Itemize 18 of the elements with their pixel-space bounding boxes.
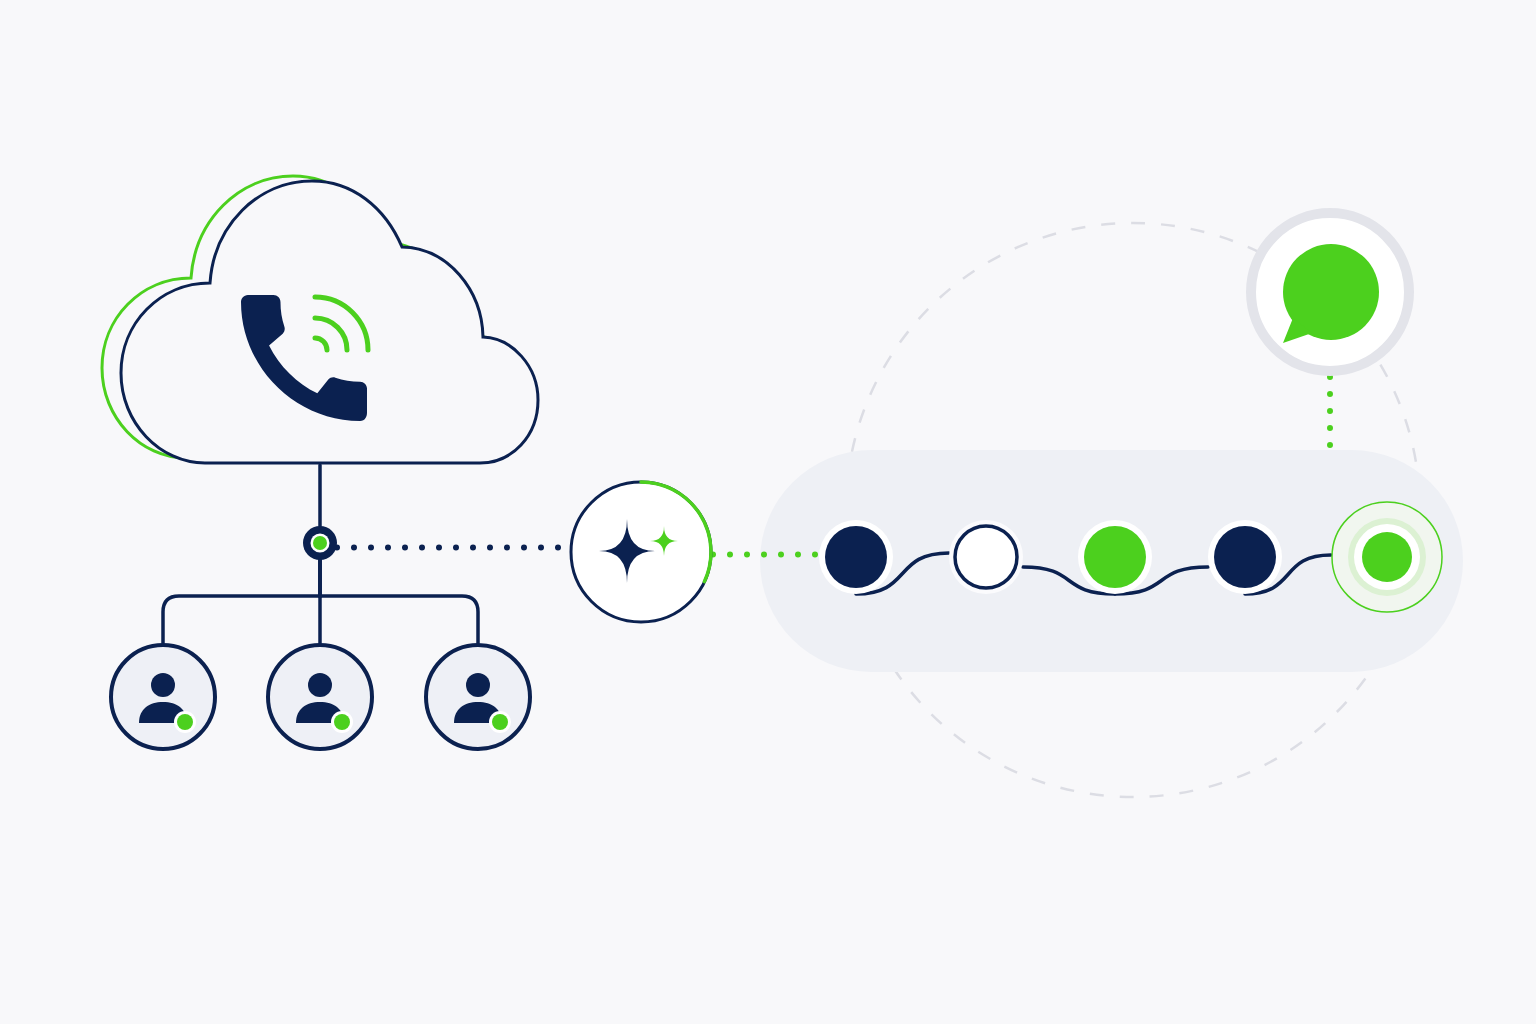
cloud-shape	[100, 173, 542, 465]
connector-line	[1113, 565, 1210, 596]
sparkle-circle	[569, 480, 713, 624]
junction-dot	[303, 526, 337, 560]
connector-line	[318, 463, 322, 528]
user-circle	[109, 643, 217, 751]
connector-line	[854, 551, 951, 596]
step-circle	[1208, 520, 1282, 594]
user-circle	[424, 643, 532, 751]
step-circle	[949, 520, 1023, 594]
connector-line	[1243, 553, 1333, 596]
user-circle	[266, 643, 374, 751]
step-circle	[819, 520, 893, 594]
connector-line	[318, 558, 480, 645]
chat-circle	[1245, 207, 1415, 377]
step-circle	[1078, 520, 1152, 594]
connector-line	[1021, 565, 1117, 596]
active-step-circle	[1331, 501, 1443, 613]
